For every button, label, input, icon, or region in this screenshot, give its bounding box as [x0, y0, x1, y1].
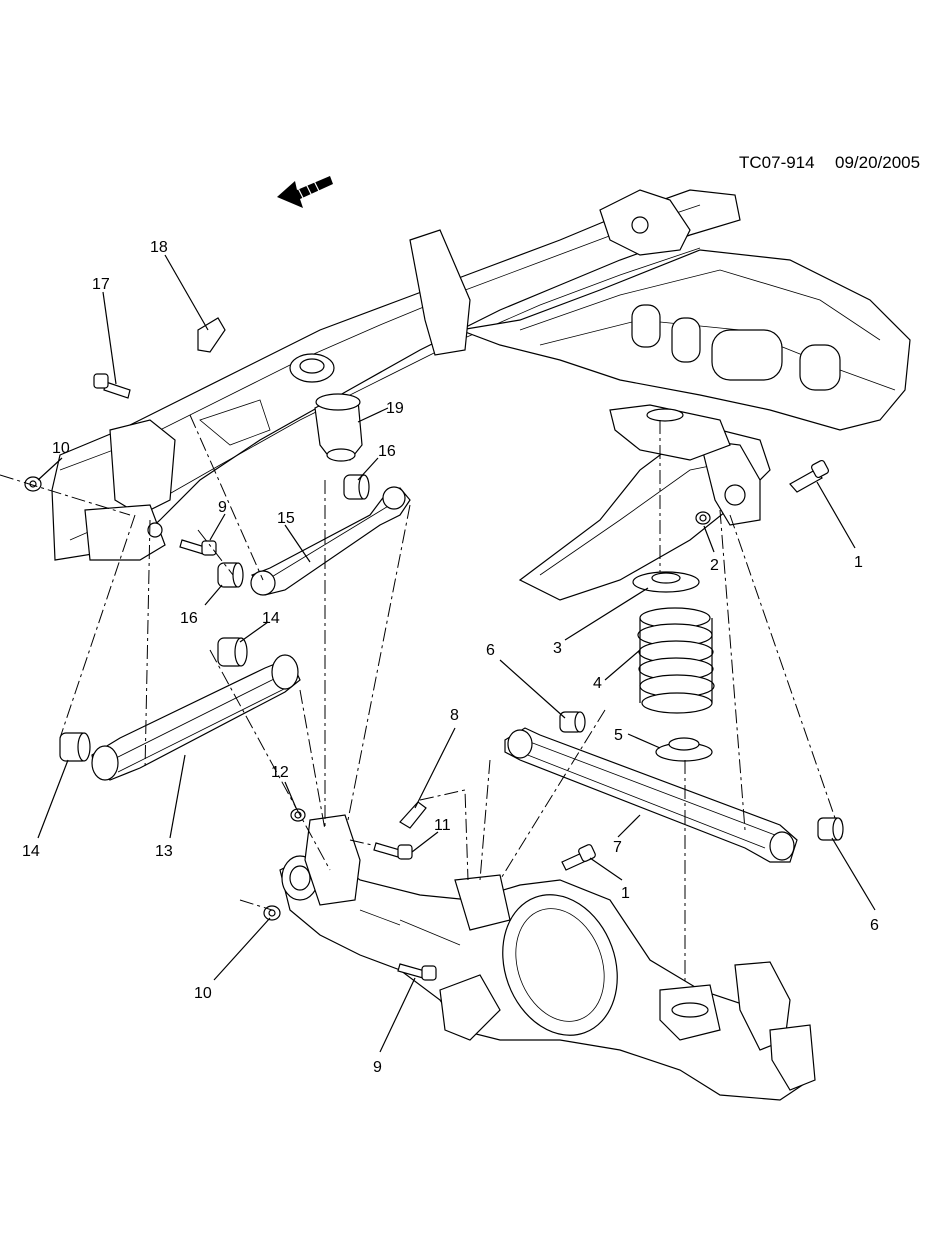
callout-6: 6	[486, 642, 495, 659]
leader-lines	[37, 254, 876, 1053]
spring-insulator-lower	[655, 737, 713, 762]
vehicle-frame	[51, 189, 911, 601]
upper-control-arm	[250, 486, 411, 596]
bolt-9-lower	[397, 963, 437, 981]
callout-1: 1	[854, 554, 863, 571]
clip-18	[197, 317, 226, 353]
front-direction-arrow-icon	[277, 176, 333, 208]
callout-15: 15	[277, 510, 295, 527]
callout-14: 14	[22, 843, 40, 860]
callout-16: 16	[378, 443, 396, 460]
bolt-1-lower	[561, 844, 596, 871]
rear-axle-housing	[279, 814, 816, 1101]
callout-18: 18	[150, 239, 168, 256]
bushing-6-upper	[559, 711, 586, 733]
lower-control-arm-left	[91, 654, 301, 781]
coil-spring	[637, 607, 715, 714]
callout-5: 5	[614, 727, 623, 744]
spring-insulator-upper	[632, 571, 700, 593]
callout-6: 6	[870, 917, 879, 934]
callout-10: 10	[194, 985, 212, 1002]
callout-4: 4	[593, 675, 602, 692]
nut-10-lower	[263, 905, 281, 921]
callout-19: 19	[386, 400, 404, 417]
bolt-11	[373, 842, 413, 860]
nut-10-upper	[24, 476, 42, 492]
callout-8: 8	[450, 707, 459, 724]
assembly-lines	[0, 414, 836, 985]
nut-2	[695, 511, 711, 525]
bolt-17	[93, 373, 131, 399]
bushing-6-lower	[817, 817, 844, 841]
bushing-16-lower	[217, 562, 244, 588]
bolt-9-upper	[179, 539, 217, 556]
bushing-16-upper	[343, 474, 370, 500]
callout-10: 10	[52, 440, 70, 457]
bushing-14-upper	[217, 637, 248, 667]
callout-9: 9	[373, 1059, 382, 1076]
bushing-14-lower	[59, 732, 91, 762]
reference-code: TC07-914	[739, 153, 815, 172]
callout-12: 12	[271, 764, 289, 781]
lower-control-arm-right	[504, 727, 798, 863]
callout-13: 13	[155, 843, 173, 860]
callout-14: 14	[262, 610, 280, 627]
callout-9: 9	[218, 499, 227, 516]
callout-labels: 1 1 2 3 4 5 6 6 7 8 9 9 10 10 11 12 13 1…	[22, 239, 879, 1076]
callout-16: 16	[180, 610, 198, 627]
diagram-date: 09/20/2005	[835, 153, 920, 172]
callout-17: 17	[92, 276, 110, 293]
axle-bumper-8	[399, 801, 427, 829]
callout-2: 2	[710, 557, 719, 574]
jounce-bumper-19	[314, 393, 363, 462]
callout-7: 7	[613, 839, 622, 856]
callout-3: 3	[553, 640, 562, 657]
callout-1: 1	[621, 885, 630, 902]
callout-11: 11	[434, 817, 451, 834]
bolt-1-upper	[789, 459, 830, 493]
